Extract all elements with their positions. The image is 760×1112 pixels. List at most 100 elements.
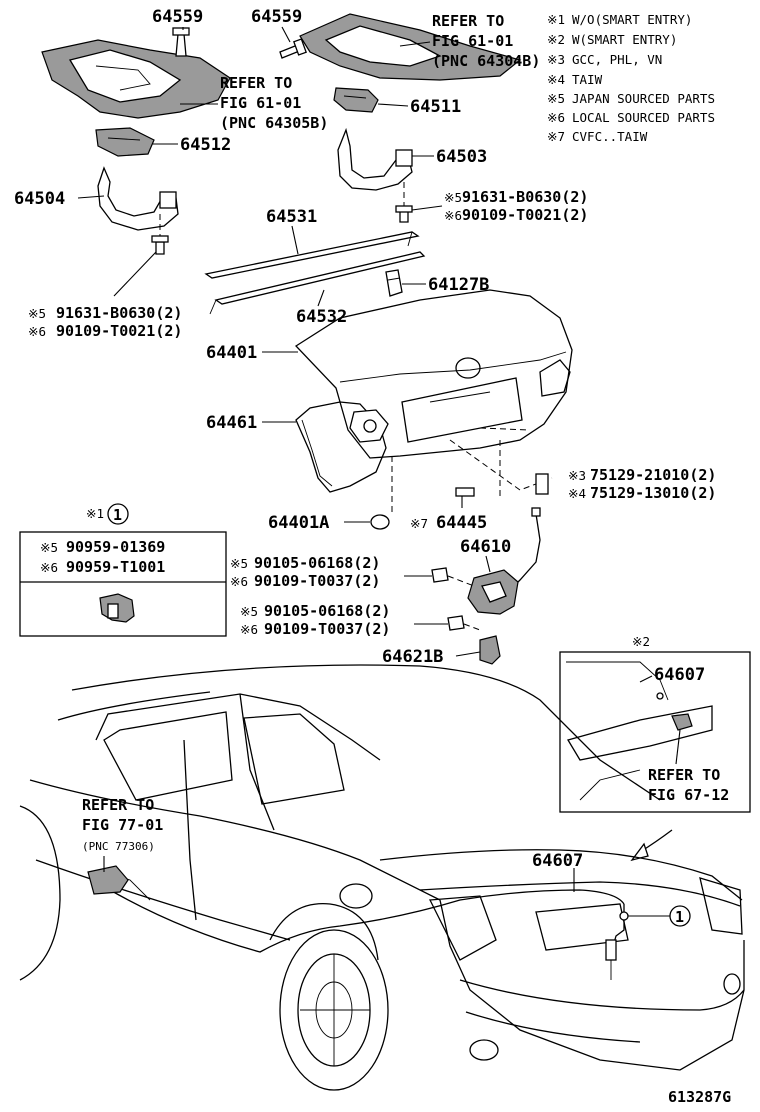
right-hinge-panel: [299, 13, 522, 81]
bolt-left-6-part: 90109-T0021(2): [56, 322, 182, 340]
bolt-left-5-mark: ※5: [28, 306, 46, 321]
plug-3-mark: ※3: [568, 468, 586, 483]
label-64607-inset: 64607: [654, 665, 705, 685]
callout-circle-number: 1: [675, 908, 684, 926]
hinge-bracket-64512: [95, 127, 155, 157]
plug-3-part: 75129-21010(2): [590, 466, 716, 484]
legend-row2-part: 90959-T1001: [66, 558, 165, 576]
label-64559-left: 64559: [152, 7, 203, 27]
note-6-text: LOCAL SOURCED PARTS: [572, 110, 715, 125]
ref-fig7701-line2: FIG 77-01: [82, 816, 163, 834]
torsion-bar-64532: [209, 251, 426, 315]
label-64607-main: 64607: [532, 851, 583, 871]
legend-row2-mark: ※6: [40, 560, 58, 575]
bolt-64559-left: [172, 27, 190, 57]
cable-end-connector: [605, 904, 629, 980]
ref-fig6101-left-line2: FIG 61-01: [220, 94, 301, 112]
trunk-lock-64610: [467, 569, 519, 615]
bolt-hinge-right: [395, 182, 413, 223]
ref-fig7701-line3: (PNC 77306): [82, 840, 155, 853]
note-7-text: CVFC..TAIW: [572, 129, 648, 144]
legend-box-header-mark: ※1: [86, 506, 104, 521]
striker-64621B: [479, 635, 501, 665]
ref-fig7701-line1: REFER TO: [82, 796, 154, 814]
plug-4-mark: ※4: [568, 486, 586, 501]
lock1-5-part: 90105-06168(2): [254, 554, 380, 572]
ref-fig6101-right-line2: FIG 61-01: [432, 32, 513, 50]
legend-box: [19, 531, 227, 637]
label-64610: 64610: [460, 537, 511, 557]
label-64401: 64401: [206, 343, 257, 363]
ref-fig6101-right-line3: (PNC 64304B): [432, 52, 540, 70]
bumper-64401A: [370, 514, 390, 530]
note-5-mark: ※5: [547, 91, 565, 106]
torsion-bar-64531: [204, 231, 420, 279]
trunk-lid-64401: [294, 289, 573, 459]
label-64401A: 64401A: [268, 513, 329, 533]
lock1-5-mark: ※5: [230, 556, 248, 571]
legend-box-circle: [107, 503, 129, 525]
lock1-6-mark: ※6: [230, 574, 248, 589]
ref-fig6101-left-line1: REFER TO: [220, 74, 292, 92]
hinge-arm-64503: [337, 127, 413, 191]
legend-row1-part: 90959-01369: [66, 538, 165, 556]
clip-64127B: [385, 269, 403, 297]
bolt-right-5-part: 91631-B0630(2): [462, 188, 588, 206]
lock2-6-part: 90109-T0037(2): [264, 620, 390, 638]
drawing-id: 613287G: [668, 1088, 731, 1106]
inset-mark: ※2: [632, 634, 650, 649]
label-64621B: 64621B: [382, 647, 443, 667]
pad-64445: [455, 487, 475, 497]
bolt-hinge-left: [151, 214, 169, 255]
hinge-bracket-64511: [333, 87, 379, 113]
inset-trunk-sketch: [566, 661, 713, 801]
bolt-right-6-part: 90109-T0021(2): [462, 206, 588, 224]
bolt-left-6-mark: ※6: [28, 324, 46, 339]
lock1-6-part: 90109-T0037(2): [254, 572, 380, 590]
label-64512: 64512: [180, 135, 231, 155]
note-7-mark: ※7: [547, 129, 565, 144]
legend-row1-mark: ※5: [40, 540, 58, 555]
note-2-text: W(SMART ENTRY): [572, 32, 677, 47]
note-3-mark: ※3: [547, 52, 565, 67]
bolt-lock-1: [431, 567, 449, 583]
hinge-arm-64504: [97, 166, 179, 231]
ref-fig6101-left-line3: (PNC 64305B): [220, 114, 328, 132]
legend-box-circle-number: 1: [113, 506, 122, 524]
opener-switch-77306: [87, 865, 129, 895]
notes-list: ※1 W/O(SMART ENTRY) ※2 W(SMART ENTRY) ※3…: [547, 12, 715, 144]
bolt-left-5-part: 91631-B0630(2): [56, 304, 182, 322]
note-5-text: JAPAN SOURCED PARTS: [572, 91, 715, 106]
note-3-text: GCC, PHL, VN: [572, 52, 662, 67]
note-1-mark: ※1: [547, 12, 565, 27]
note-1-text: W/O(SMART ENTRY): [572, 12, 692, 27]
car-body-outline: [19, 664, 745, 1091]
label-64532: 64532: [296, 307, 347, 327]
label-64504: 64504: [14, 189, 65, 209]
label-64531: 64531: [266, 207, 317, 227]
label-64503: 64503: [436, 147, 487, 167]
mark-64445: ※7: [410, 516, 428, 531]
label-64559-right: 64559: [251, 7, 302, 27]
plug-4-part: 75129-13010(2): [590, 484, 716, 502]
inset-pointer-arrow-icon: [630, 829, 673, 862]
label-64127B: 64127B: [428, 275, 489, 295]
ref-fig6712-line2: FIG 67-12: [648, 786, 729, 804]
lock2-5-part: 90105-06168(2): [264, 602, 390, 620]
label-64511: 64511: [410, 97, 461, 117]
label-64445: 64445: [436, 513, 487, 533]
bolt-64559-right: [279, 38, 307, 59]
note-2-mark: ※2: [547, 32, 565, 47]
left-hinge-panel: [41, 39, 231, 119]
label-64461: 64461: [206, 413, 257, 433]
lock2-5-mark: ※5: [240, 604, 258, 619]
bolt-right-5-mark: ※5: [444, 190, 462, 205]
plug-75129: [535, 473, 549, 495]
note-4-text: TAIW: [572, 72, 603, 87]
bolt-lock-2: [447, 615, 465, 631]
ref-fig6101-right-line1: REFER TO: [432, 12, 504, 30]
bolt-right-6-mark: ※6: [444, 208, 462, 223]
note-4-mark: ※4: [547, 72, 565, 87]
weatherstrip-64461: [295, 401, 389, 493]
